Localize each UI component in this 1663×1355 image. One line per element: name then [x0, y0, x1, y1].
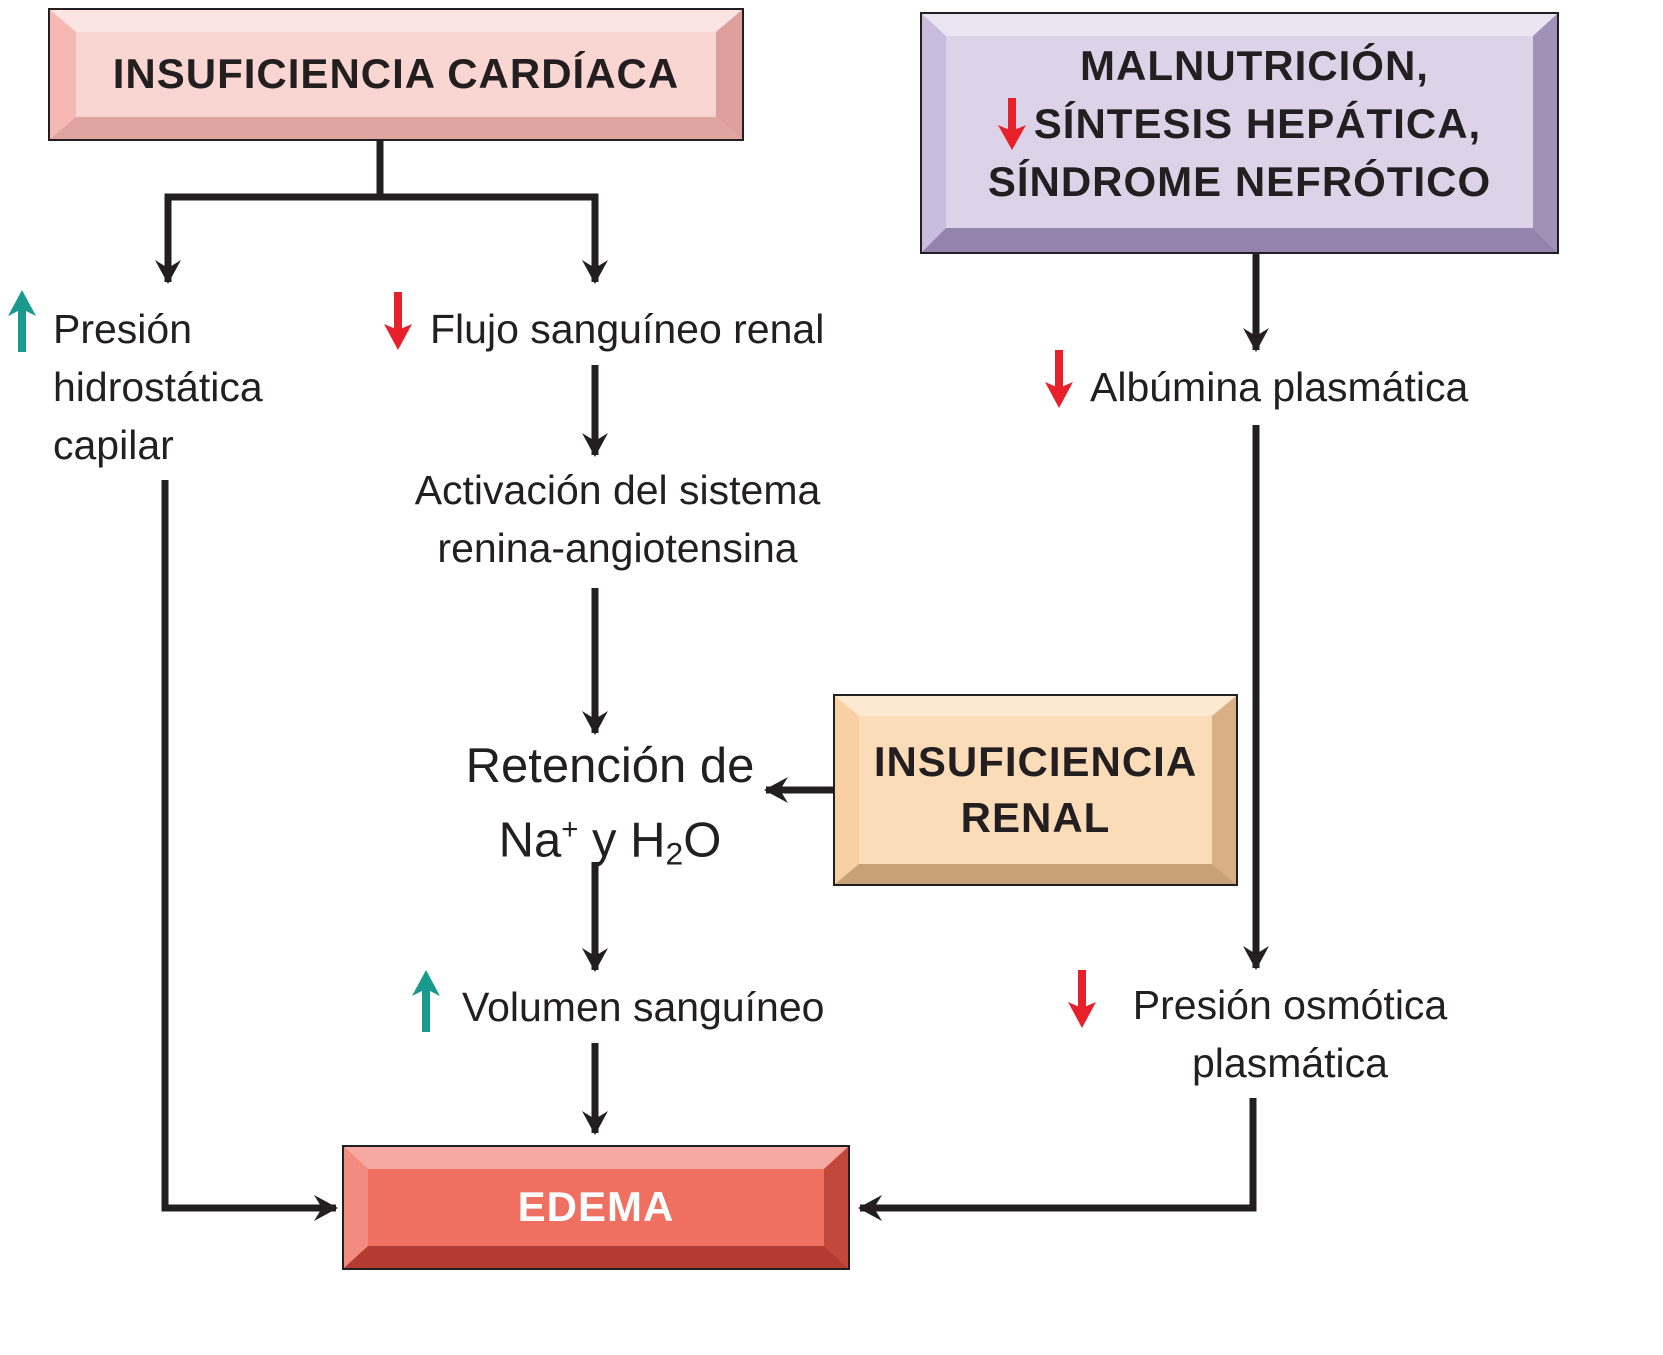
retention-y-h: y H [578, 813, 666, 868]
retention-plus: + [561, 813, 579, 846]
malnutrition-box: MALNUTRICIÓN, SÍNTESIS HEPÁTICA, SÍNDROM… [920, 12, 1559, 254]
malnutrition-bevel [922, 14, 1557, 252]
retention-o: O [683, 813, 722, 868]
albumin-label: Albúmina plasmática [1090, 364, 1469, 410]
blood-volume-label: Volumen sanguíneo [462, 984, 825, 1030]
retention-line-1: Retención de [465, 739, 755, 793]
renal-failure-bevel [835, 696, 1236, 884]
connector-osmotic-to-edema [858, 1098, 1257, 1221]
capillary-pressure-label: Presión hidrostática capilar [53, 300, 263, 474]
retention-line-2: Na+ y H2O [440, 798, 780, 886]
edema-label: EDEMA [517, 1183, 675, 1231]
capillary-pressure-line-3: capilar [53, 422, 174, 468]
connector-heart-right [380, 193, 608, 284]
ras-activation-label: Activación del sistema renina-angiotensi… [375, 461, 860, 577]
increase-arrow-icon [412, 970, 440, 1032]
decrease-arrow-icon [384, 292, 412, 350]
retention-na: Na [498, 813, 562, 868]
renal-flow-label: Flujo sanguíneo renal [430, 306, 825, 352]
renal-failure-line-2: RENAL [960, 794, 1111, 841]
renal-failure-box: INSUFICIENCIA RENAL [833, 694, 1238, 886]
edema-bevel [344, 1147, 848, 1268]
ras-activation-line-2: renina-angiotensina [437, 525, 798, 571]
heart-failure-label: INSUFICIENCIA CARDÍACA [112, 50, 680, 98]
edema-box: EDEMA [342, 1145, 850, 1270]
malnutrition-line-3: SÍNDROME NEFRÓTICO [987, 158, 1492, 205]
malnutrition-line-1: MALNUTRICIÓN, [1080, 42, 1429, 89]
osmotic-pressure-line-2: plasmática [1192, 1040, 1388, 1086]
decrease-arrow-icon [1068, 970, 1096, 1028]
ras-activation-line-1: Activación del sistema [414, 467, 821, 513]
capillary-pressure-line-2: hidrostática [53, 364, 263, 410]
increase-arrow-icon [8, 290, 36, 352]
heart-failure-bevel [50, 10, 742, 139]
capillary-pressure-line-1: Presión [53, 306, 193, 352]
decrease-arrow-icon [997, 98, 1026, 150]
malnutrition-line-2: SÍNTESIS HEPÁTICA, [1033, 100, 1482, 147]
retention-label: Retención de Na+ y H2O [440, 734, 780, 886]
decrease-arrow-icon [1045, 350, 1073, 408]
osmotic-pressure-label: Presión osmótica plasmática [1110, 976, 1470, 1092]
connector-heart-stem [155, 140, 384, 284]
renal-failure-line-1: INSUFICIENCIA [873, 738, 1198, 785]
heart-failure-box: INSUFICIENCIA CARDÍACA [48, 8, 744, 141]
connector-pressure-to-edema [161, 480, 338, 1221]
retention-subscript: 2 [665, 835, 684, 872]
osmotic-pressure-line-1: Presión osmótica [1132, 982, 1448, 1028]
